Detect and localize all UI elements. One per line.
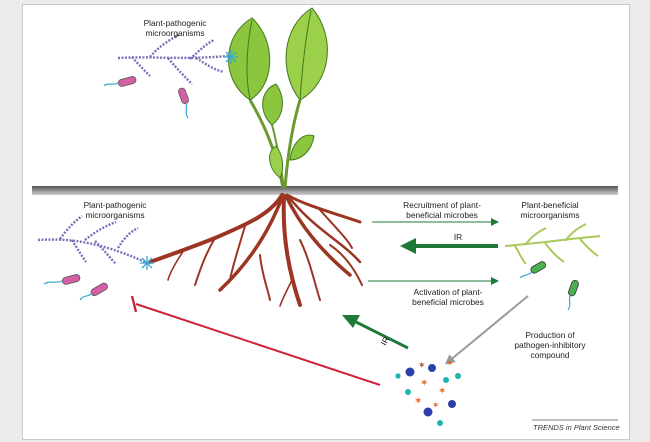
svg-text:✶: ✶ (414, 396, 422, 407)
spore-burst-top (224, 50, 238, 64)
production-arrow (444, 295, 529, 365)
label-activation: Activation of plant- beneficial microbes (412, 287, 484, 307)
label-recruitment: Recruitment of plant- beneficial microbe… (403, 200, 481, 220)
label-pathogens-top: Plant-pathogenic microorganisms (143, 18, 207, 38)
label-ir-horizontal: IR (453, 232, 463, 242)
beneficial-hyphae (504, 223, 601, 265)
credit-text: TRENDS in Plant Science (533, 423, 620, 432)
label-beneficial: Plant-beneficial microorganisms (520, 200, 580, 220)
svg-text:✶: ✶ (446, 359, 454, 369)
spore-burst-left (140, 256, 154, 270)
label-production: Production of pathogen-inhibitory compou… (514, 330, 586, 360)
inhibition-bar (130, 295, 138, 313)
pathogen-hyphae-left (37, 215, 146, 265)
root-system (148, 193, 363, 307)
ir-diagonal-arrow-head (342, 315, 360, 328)
svg-text:✶: ✶ (418, 361, 426, 371)
plant-shoot (228, 7, 328, 189)
beneficial-bacteria (519, 261, 579, 311)
bacteria-top (103, 76, 189, 119)
ir-diagonal-arrow-shaft (355, 320, 409, 350)
inhibition-line (135, 303, 381, 386)
pathogen-hyphae-top (117, 32, 229, 85)
ir-arrow-head (400, 238, 416, 254)
svg-text:✶: ✶ (432, 401, 440, 411)
compound-cluster: ✶ ✶ ✶ ✶ ✶ ✶ (395, 359, 461, 426)
soil-surface (32, 186, 618, 195)
label-pathogens-left: Plant-pathogenic microorganisms (83, 200, 147, 220)
bacteria-left (43, 274, 108, 301)
svg-text:✶: ✶ (438, 386, 446, 397)
svg-text:✶: ✶ (420, 378, 428, 389)
